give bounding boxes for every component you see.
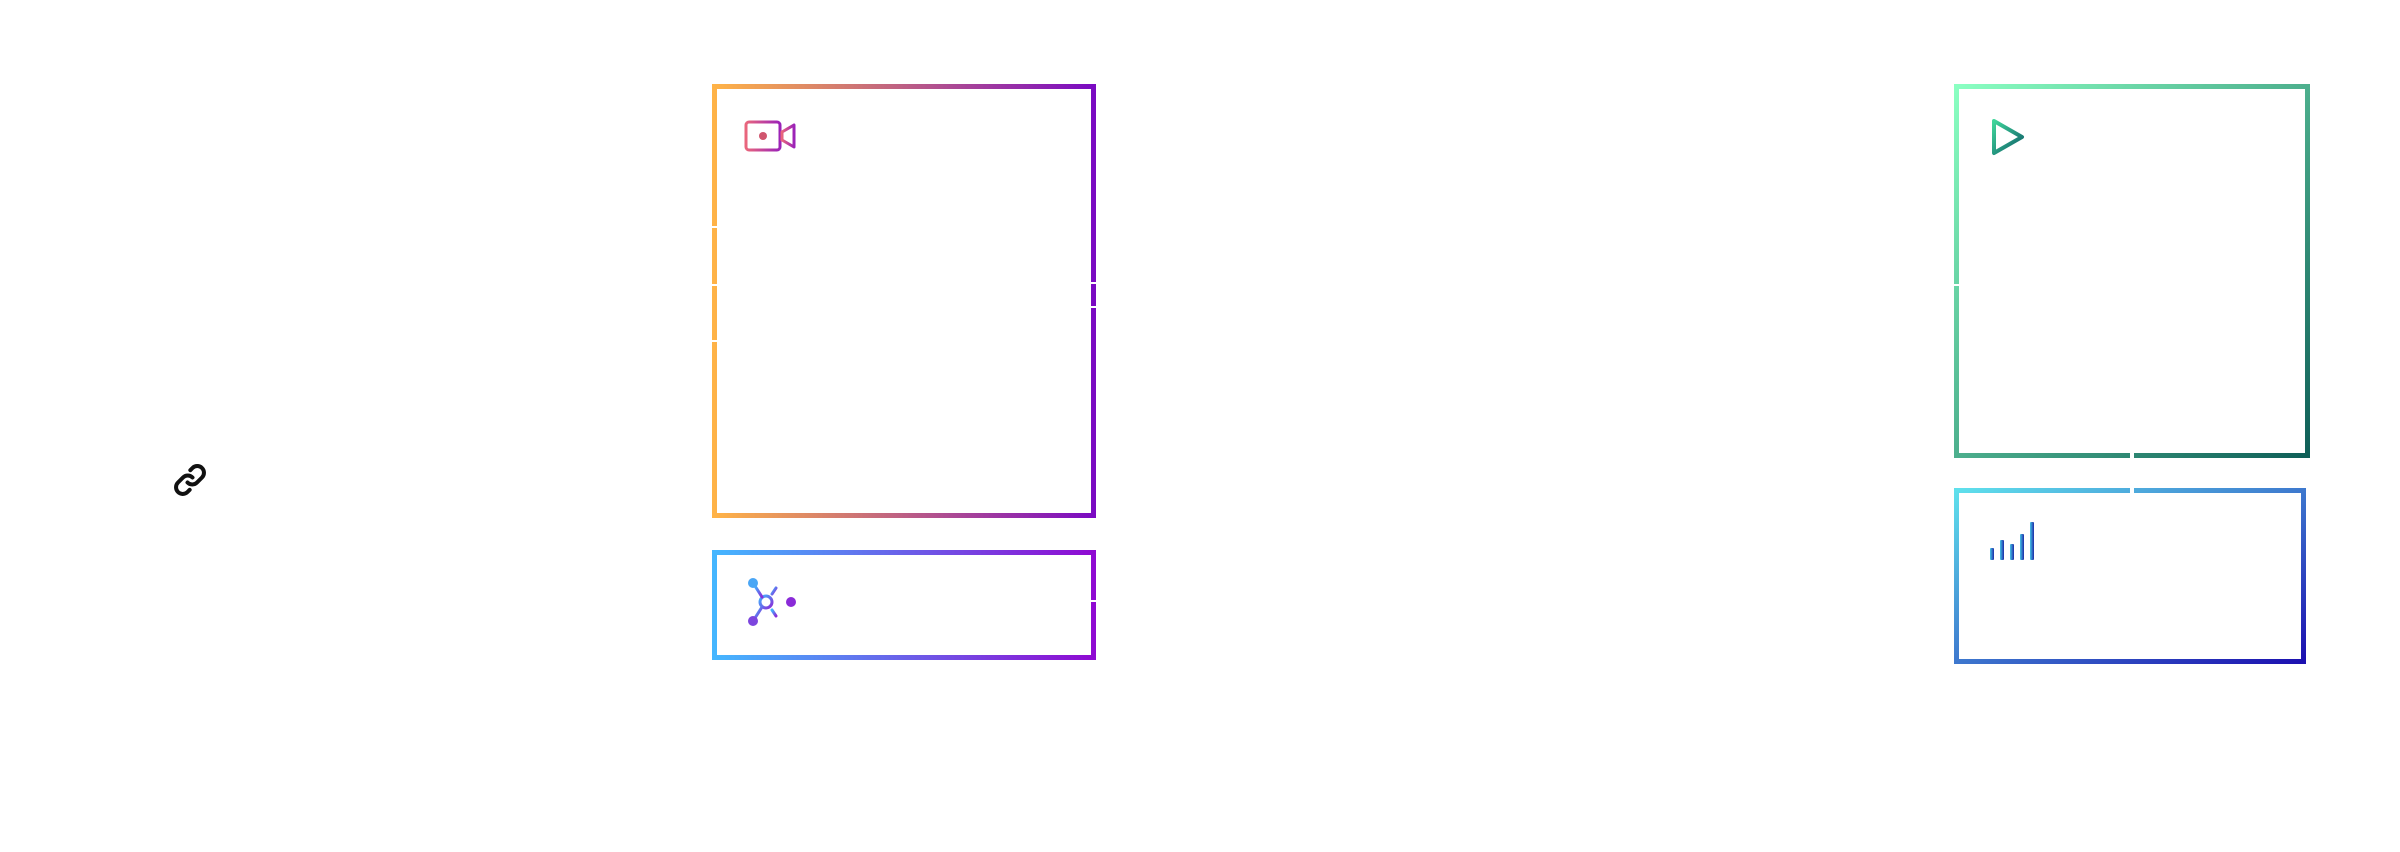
network-hub-icon: [748, 578, 796, 626]
card-play-frame: [1954, 84, 2310, 458]
card-video-frame: [712, 84, 1096, 518]
video-camera-icon: [744, 120, 796, 152]
card-video[interactable]: [712, 84, 1096, 518]
card-signal[interactable]: [1954, 488, 2306, 664]
card-network-frame: [712, 550, 1096, 660]
card-network[interactable]: [712, 550, 1096, 660]
signal-bars-icon: [1990, 522, 2034, 560]
play-icon: [1992, 119, 2024, 155]
card-play[interactable]: [1954, 84, 2310, 458]
card-signal-frame: [1954, 488, 2306, 664]
link-icon[interactable]: [170, 460, 210, 500]
